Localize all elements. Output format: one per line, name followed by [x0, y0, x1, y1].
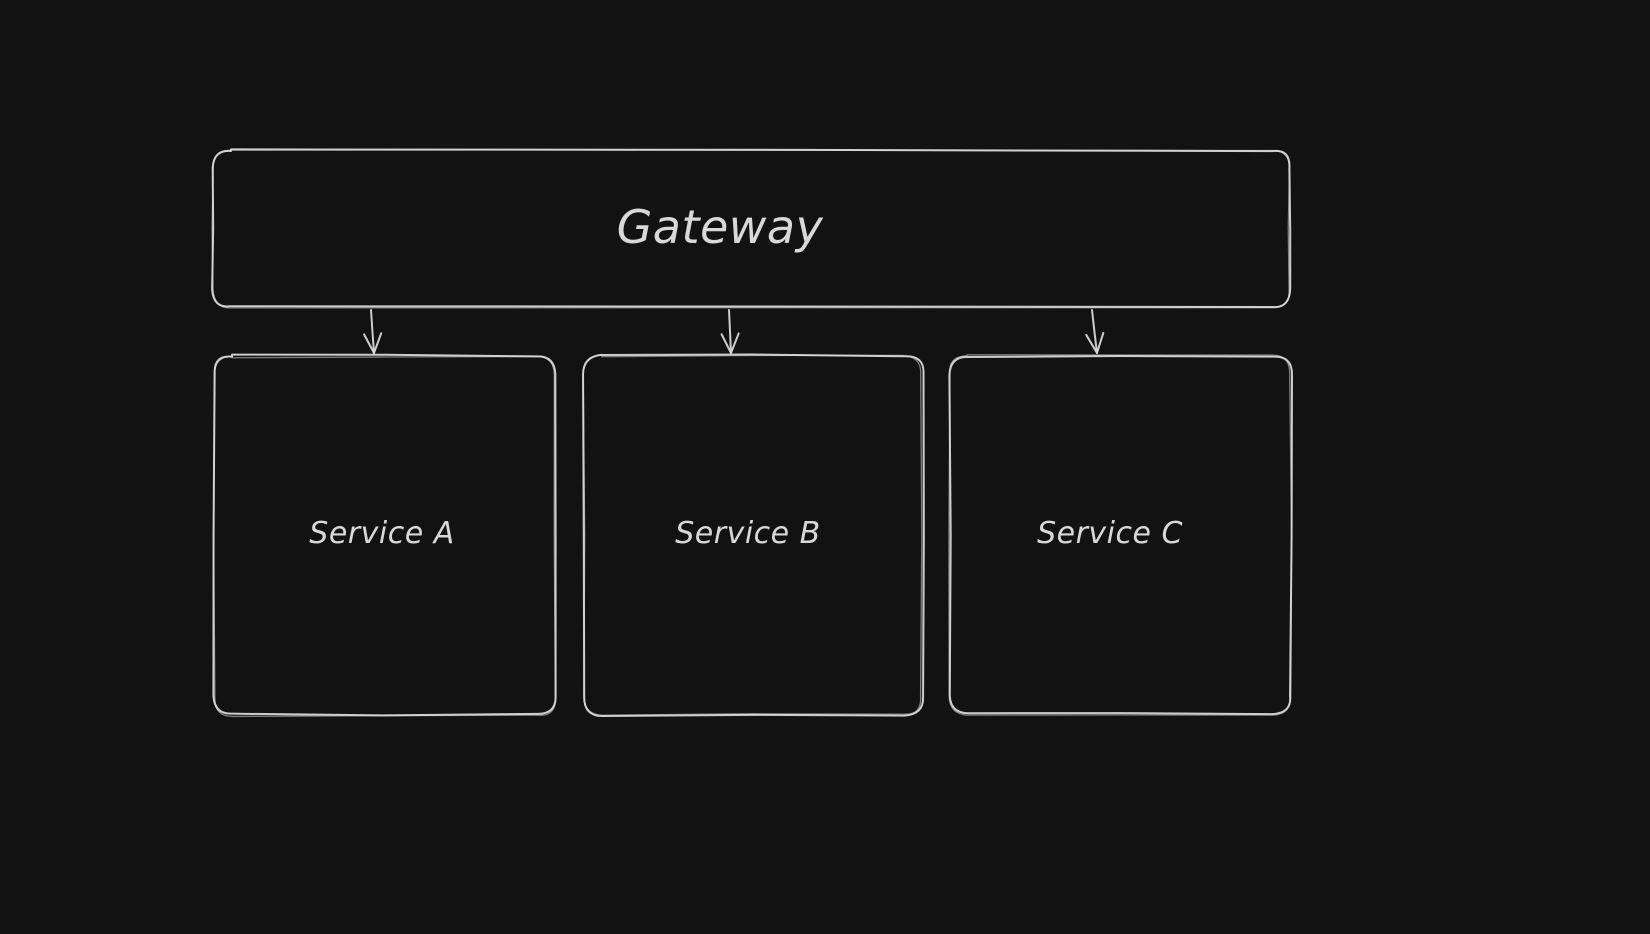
- node-service-a[interactable]: Service A: [212, 353, 557, 718]
- edge-gateway-service-c[interactable]: [1085, 309, 1105, 354]
- node-service-b-fill: [583, 356, 922, 715]
- node-service-a-label: Service A: [309, 516, 454, 551]
- node-service-c-outline: [948, 354, 1293, 716]
- edge-gateway-service-a[interactable]: [363, 309, 383, 354]
- node-service-b-outline: [582, 354, 923, 716]
- node-service-c-fill: [950, 356, 1291, 715]
- node-service-b-label: Service B: [675, 516, 821, 551]
- edge-gateway-service-b-line: [728, 309, 732, 354]
- node-service-c-label: Service C: [1037, 516, 1183, 551]
- node-service-c-outline: [948, 355, 1293, 716]
- node-gateway-fill: [212, 150, 1290, 308]
- node-gateway-label: Gateway: [617, 200, 824, 254]
- node-service-c[interactable]: Service C: [948, 354, 1293, 716]
- node-gateway-outline: [211, 148, 1291, 309]
- node-service-a-fill: [214, 356, 556, 715]
- edge-gateway-service-c-line: [1091, 309, 1098, 354]
- edge-gateway-service-a-arrowhead-icon: [363, 332, 383, 354]
- edge-gateway-service-b-arrowhead-icon: [720, 332, 740, 354]
- node-service-a-outline: [212, 355, 557, 718]
- node-gateway[interactable]: Gateway: [211, 148, 1292, 309]
- edge-gateway-service-a-line: [370, 309, 375, 354]
- edge-gateway-service-b[interactable]: [720, 309, 740, 354]
- node-service-b[interactable]: Service B: [582, 353, 925, 718]
- edge-gateway-service-c-arrowhead-icon: [1085, 331, 1105, 354]
